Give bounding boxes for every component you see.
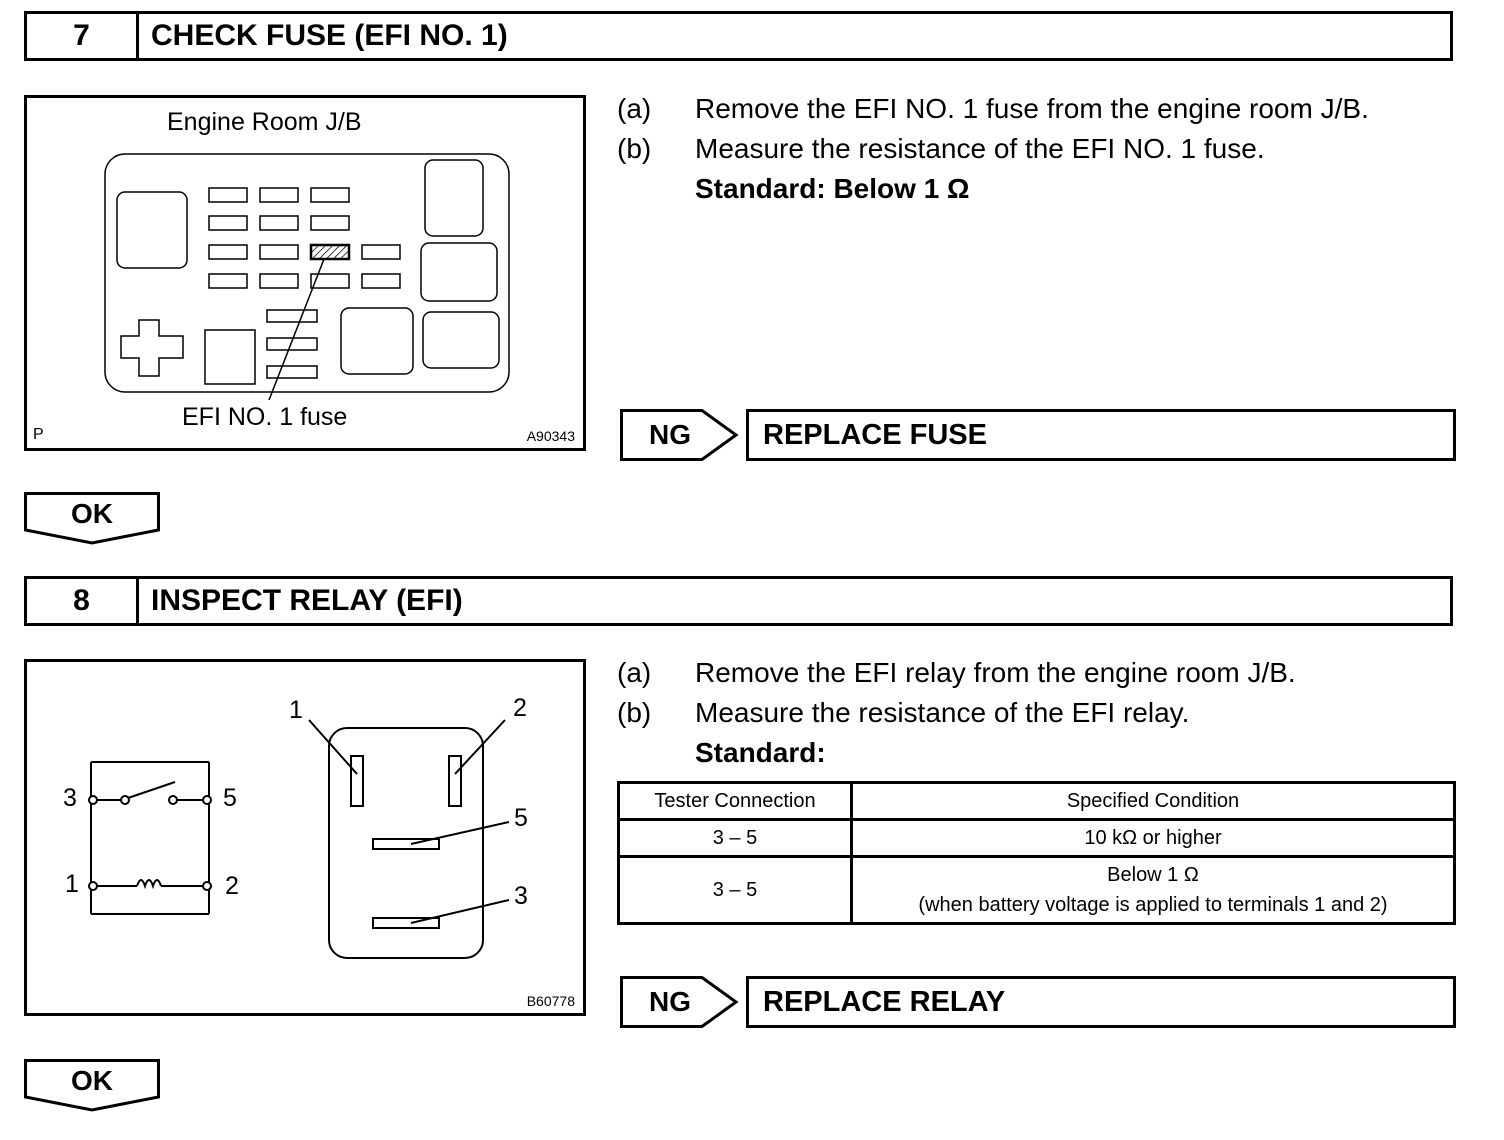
- instruction-b: (b) Measure the resistance of the EFI re…: [617, 693, 1296, 733]
- step-8-header: 8 INSPECT RELAY (EFI): [24, 576, 1453, 626]
- ng-label: NG: [649, 986, 691, 1017]
- step-8-title: INSPECT RELAY (EFI): [151, 584, 463, 617]
- replace-relay-action: REPLACE RELAY: [746, 976, 1456, 1028]
- header-tester-connection: Tester Connection: [617, 781, 853, 821]
- header-specified-condition: Specified Condition: [850, 781, 1456, 821]
- step-7-title: CHECK FUSE (EFI NO. 1): [151, 19, 508, 52]
- schematic-terminal-5: 5: [223, 784, 237, 812]
- relay-figure: 3 5 1 2 1 2 5 3 B60778: [24, 659, 586, 1016]
- schematic-terminal-1: 1: [65, 870, 79, 898]
- relay-terminal-5: 5: [514, 804, 528, 832]
- engine-room-jb-label: Engine Room J/B: [167, 108, 362, 136]
- table-row: 3 – 5 Below 1 Ω (when battery voltage is…: [617, 855, 1456, 925]
- step-7-header: 7 CHECK FUSE (EFI NO. 1): [24, 11, 1453, 61]
- cell-connection: 3 – 5: [617, 855, 853, 925]
- cell-condition-note: (when battery voltage is applied to term…: [918, 894, 1388, 916]
- ng-arrow-icon: [620, 409, 739, 461]
- table-header-row: Tester Connection Specified Condition: [617, 781, 1456, 821]
- fuse-box-diagram: [104, 153, 510, 401]
- cell-condition-multiline: Below 1 Ω (when battery voltage is appli…: [850, 855, 1456, 925]
- ok-tab-icon: [24, 492, 160, 545]
- instruction-text: Remove the EFI NO. 1 fuse from the engin…: [695, 93, 1369, 124]
- cell-condition: 10 kΩ or higher: [850, 818, 1456, 858]
- schematic-terminal-2: 2: [225, 872, 239, 900]
- efi-no1-fuse-highlight: [309, 243, 351, 261]
- instruction-text: Measure the resistance of the EFI relay.: [695, 697, 1190, 728]
- standard-label: Standard:: [695, 737, 826, 768]
- relay-diagram: [88, 719, 510, 959]
- cell-condition: Below 1 Ω: [1107, 864, 1199, 886]
- figure-corner-letter: P: [33, 426, 44, 443]
- replace-fuse-action: REPLACE FUSE: [746, 409, 1456, 461]
- efi-no1-fuse-label: EFI NO. 1 fuse: [182, 403, 348, 431]
- instruction-label: (b): [617, 697, 652, 728]
- schematic-terminal-3: 3: [63, 784, 77, 812]
- ok-label: OK: [71, 1065, 113, 1096]
- ng-arrow-icon: [620, 976, 739, 1028]
- table-row: 3 – 5 10 kΩ or higher: [617, 818, 1456, 858]
- instruction-text: Measure the resistance of the EFI NO. 1 …: [695, 133, 1265, 164]
- step-7-number: 7: [27, 14, 139, 58]
- step-8-instructions: (a) Remove the EFI relay from the engine…: [617, 653, 1296, 773]
- instruction-a: (a) Remove the EFI relay from the engine…: [617, 653, 1296, 693]
- relay-spec-table: Tester Connection Specified Condition 3 …: [617, 781, 1456, 925]
- standard-value: Standard: Below 1 Ω: [695, 173, 970, 204]
- figure-code: A90343: [526, 428, 575, 444]
- instruction-text: Remove the EFI relay from the engine roo…: [695, 657, 1296, 688]
- engine-room-jb-figure: Engine Room J/B EFI NO. 1 fuse P A90343: [24, 95, 586, 451]
- ok-tab: OK: [24, 492, 160, 546]
- ok-label: OK: [71, 498, 113, 529]
- ng-label: NG: [649, 419, 691, 450]
- instruction-label: (b): [617, 133, 652, 164]
- step-7-instructions: (a) Remove the EFI NO. 1 fuse from the e…: [617, 89, 1369, 209]
- figure-code: B60778: [526, 993, 575, 1009]
- cell-connection: 3 – 5: [617, 818, 853, 858]
- relay-terminal-3: 3: [514, 882, 528, 910]
- instruction-b: (b) Measure the resistance of the EFI NO…: [617, 129, 1369, 169]
- ok-tab: OK: [24, 1059, 160, 1113]
- ok-tab-icon: [24, 1059, 160, 1112]
- step-8-number: 8: [27, 579, 139, 623]
- relay-terminal-1: 1: [289, 696, 303, 724]
- instruction-label: (a): [617, 657, 652, 688]
- instruction-label: (a): [617, 93, 652, 124]
- relay-terminal-2: 2: [513, 694, 527, 722]
- instruction-a: (a) Remove the EFI NO. 1 fuse from the e…: [617, 89, 1369, 129]
